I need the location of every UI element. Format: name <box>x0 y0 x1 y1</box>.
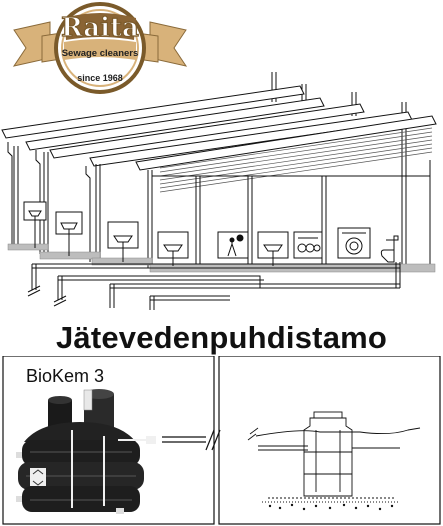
sink-icon <box>157 231 189 266</box>
sink-icon <box>55 211 83 256</box>
roof-boards <box>159 127 433 193</box>
building-posts <box>13 146 431 268</box>
roof <box>1 85 437 171</box>
shower-icon <box>217 231 249 259</box>
logo-since: since 1968 <box>77 73 123 83</box>
bottom-panels <box>2 356 441 525</box>
sink-icon <box>23 201 47 248</box>
logo-tagline: Sewage cleaners <box>62 48 139 59</box>
toilet-icon <box>380 235 399 263</box>
logo-band <box>64 13 136 40</box>
diagram-title: Jätevedenpuhdistamo <box>55 320 388 355</box>
logo-ribbon <box>149 21 188 67</box>
gravel-bed <box>268 503 394 511</box>
sink-icon <box>107 221 139 262</box>
installation-section <box>247 411 421 503</box>
logo-band <box>64 39 136 60</box>
dishwasher-icon <box>293 231 323 259</box>
tank-photo-frame <box>2 356 215 525</box>
biokem-tank <box>16 389 156 514</box>
drain-pipes <box>27 262 401 310</box>
washbasin-icon <box>257 231 289 266</box>
panel-connector <box>162 429 221 451</box>
installation-frame <box>218 356 441 525</box>
product-label: BioKem 3 <box>26 366 105 386</box>
washing-machine-icon <box>337 227 371 259</box>
house-piping-diagram <box>1 72 437 310</box>
raita-logo: Raita Sewage cleaners since 1968 <box>12 2 188 94</box>
logo-brand: Raita <box>61 13 139 43</box>
fixtures <box>23 201 399 266</box>
logo-ribbon <box>12 21 51 67</box>
